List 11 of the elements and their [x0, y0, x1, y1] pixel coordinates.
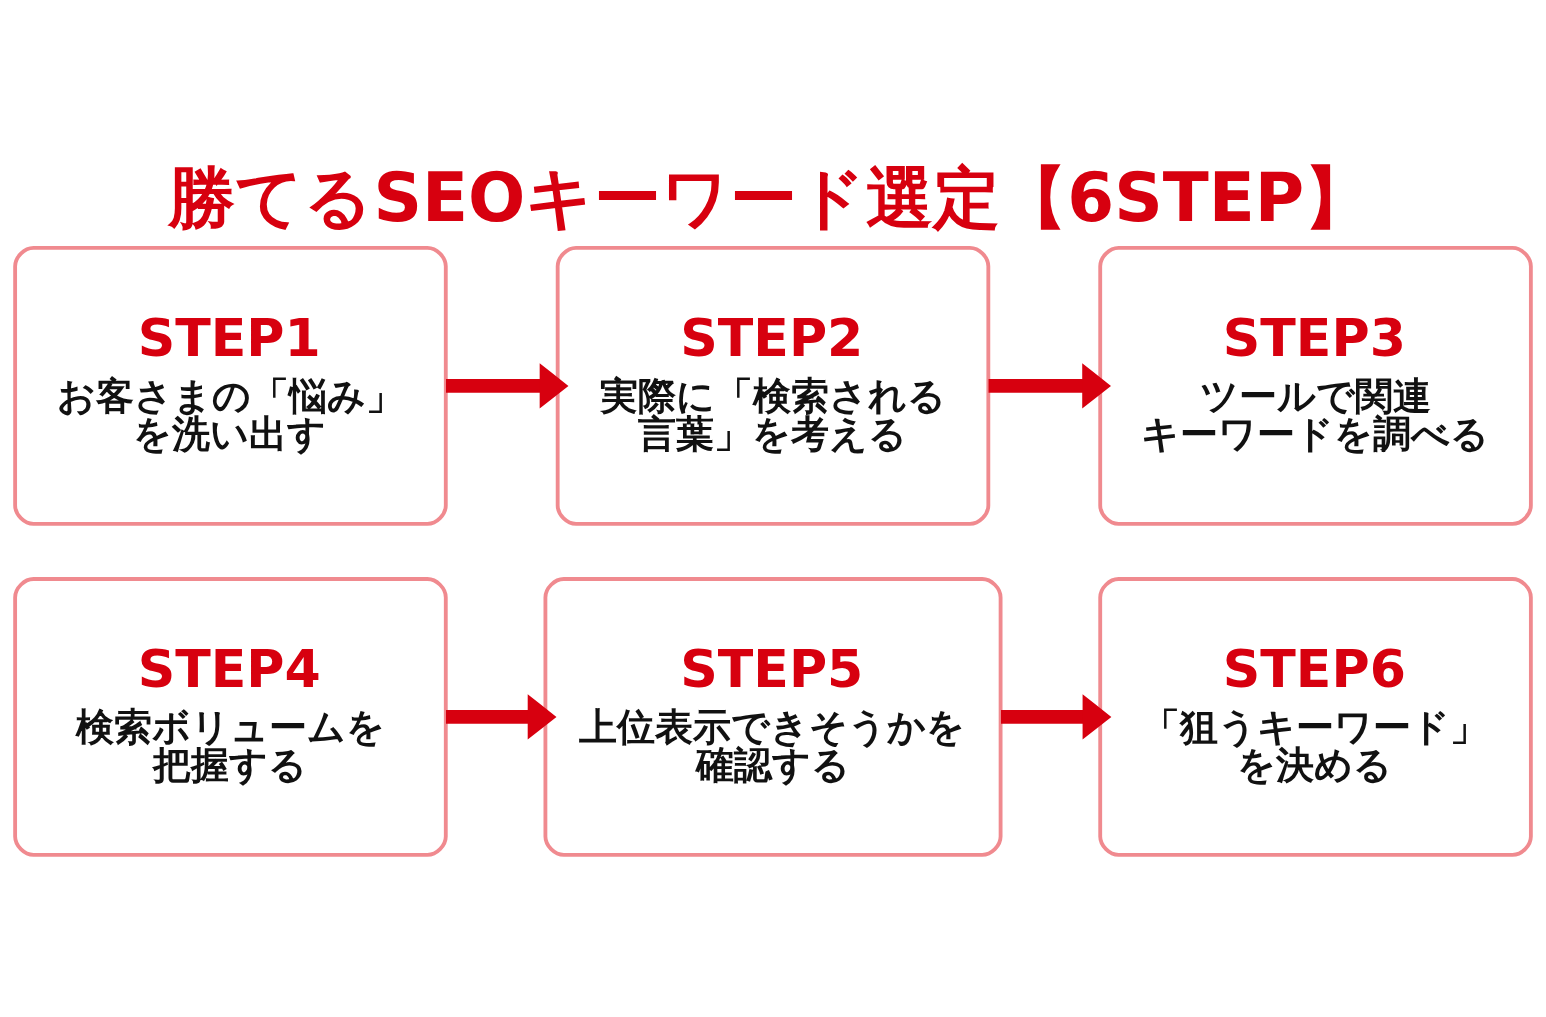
diagram-title: 勝てるSEOキーワード選定【6STEP】 — [168, 157, 1372, 237]
node-box: STEP2 実際に「検索される言葉」を考える — [555, 246, 991, 526]
node-box: STEP6 「狙うキーワード」を決める — [1098, 577, 1533, 857]
arrow — [446, 694, 557, 740]
node-box: STEP3 ツールで関連キーワードを調べる — [1098, 246, 1533, 526]
node-box: STEP1 お客さまの「悩み」を洗い出す — [13, 246, 448, 526]
arrow — [446, 363, 569, 409]
node-box: STEP4 検索ボリュームを把握する — [13, 577, 448, 857]
arrow — [1001, 694, 1112, 740]
node-box: STEP5 上位表示できそうかを確認する — [543, 577, 1003, 857]
arrow — [988, 363, 1111, 409]
